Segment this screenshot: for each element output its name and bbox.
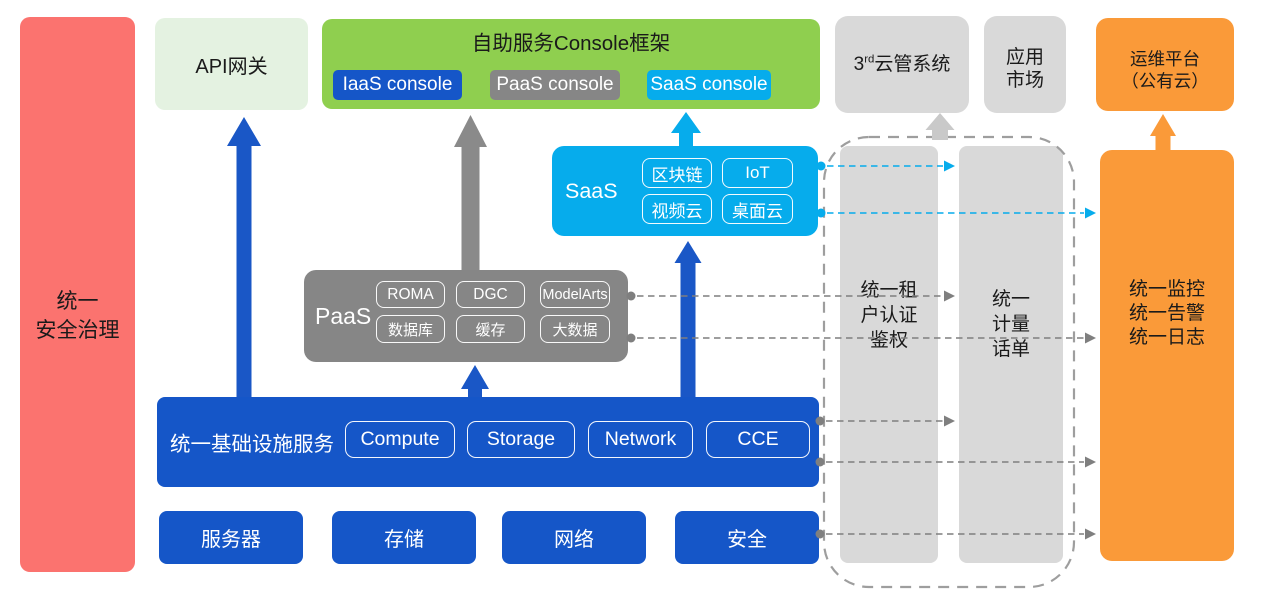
metering-billing-bar: 统一 计量 话单	[959, 146, 1063, 563]
monitoring-label: 统一监控 统一告警 统一日志	[1128, 279, 1205, 348]
infra-service-compute: Compute	[345, 421, 455, 458]
metering-billing-label: 统一 计量 话单	[991, 288, 1030, 360]
security-governance-label: 统一 安全治理	[35, 290, 120, 342]
app-marketplace-box: 应用 市场	[984, 16, 1066, 113]
paas-service-cache: 缓存	[456, 315, 525, 343]
ops-platform-box: 运维平台 （公有云）	[1096, 18, 1234, 111]
iaas-console-button: IaaS console	[333, 70, 462, 100]
app-marketplace-label: 应用 市场	[1005, 47, 1044, 91]
paas-service-roma: ROMA	[376, 281, 445, 308]
infra-service-storage: Storage	[467, 421, 575, 458]
saas-service-desktop-cloud: 桌面云	[722, 194, 793, 224]
foundation-storage-box: 存储	[332, 511, 476, 564]
foundation-network-box: 网络	[502, 511, 646, 564]
ops-platform-label: 运维平台 （公有云）	[1121, 48, 1209, 91]
arrow-paas-to-console	[454, 115, 487, 270]
saas-service-video-cloud: 视频云	[642, 194, 712, 224]
infrastructure-box: 统一基础设施服务 Compute Storage Network CCE	[157, 397, 819, 487]
saas-layer-label: SaaS	[565, 178, 618, 203]
arrow-infra-to-api-gateway	[227, 117, 261, 397]
paas-service-dgc: DGC	[456, 281, 525, 308]
api-gateway-box: API网关	[155, 18, 308, 110]
infrastructure-label: 统一基础设施服务	[170, 433, 334, 456]
monitoring-box: 统一监控 统一告警 统一日志	[1100, 150, 1234, 561]
saas-service-blockchain: 区块链	[642, 158, 712, 188]
foundation-security-box: 安全	[675, 511, 819, 564]
tenant-auth-label: 统一租 户认证 鉴权	[860, 279, 918, 351]
paas-console-button: PaaS console	[490, 70, 620, 100]
arrow-infra-to-saas	[674, 241, 702, 397]
console-frame-title: 自助服务Console框架	[471, 32, 671, 55]
saas-console-button: SaaS console	[647, 70, 771, 100]
third-party-cloud-label: 3rd云管系统	[853, 53, 951, 75]
third-party-cloud-box: 3rd云管系统	[835, 16, 969, 113]
saas-service-iot: IoT	[722, 158, 793, 188]
paas-layer-label: PaaS	[315, 302, 372, 329]
console-frame-box: 自助服务Console框架 IaaS console PaaS console …	[322, 19, 820, 109]
api-gateway-label: API网关	[195, 55, 268, 78]
infra-service-cce: CCE	[706, 421, 810, 458]
foundation-server-box: 服务器	[159, 511, 303, 564]
tenant-auth-bar: 统一租 户认证 鉴权	[840, 146, 938, 563]
paas-service-bigdata: 大数据	[540, 315, 610, 343]
paas-layer-box: PaaS ROMA DGC ModelArts 数据库 缓存 大数据	[304, 270, 628, 362]
paas-service-database: 数据库	[376, 315, 445, 343]
security-governance-bar: 统一 安全治理	[20, 17, 135, 572]
arrow-saas-to-saas-console	[671, 112, 701, 146]
infra-service-network: Network	[588, 421, 693, 458]
arrow-monitor-to-ops-platform	[1150, 114, 1176, 151]
paas-service-modelarts: ModelArts	[540, 281, 610, 308]
arrow-infra-to-paas	[461, 365, 489, 397]
saas-layer-box: SaaS 区块链 IoT 视频云 桌面云	[552, 146, 818, 236]
